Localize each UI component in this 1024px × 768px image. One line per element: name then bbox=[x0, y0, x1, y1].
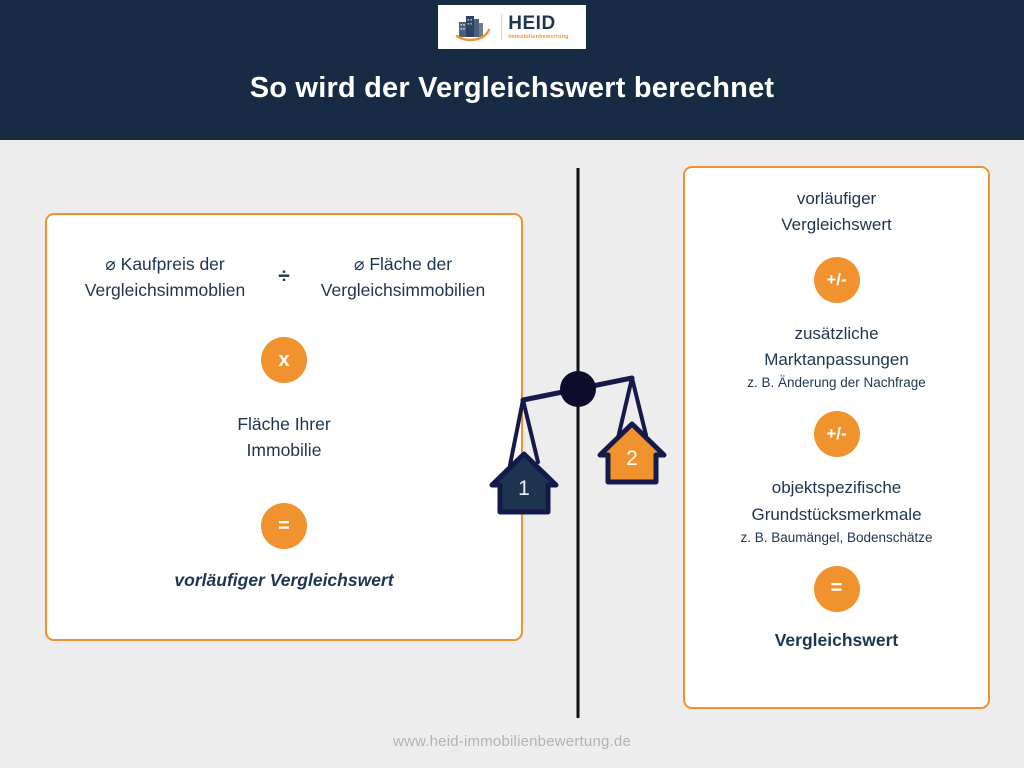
adjustments-panel: vorläufiger Vergleichswert +/- zusätzlic… bbox=[683, 166, 990, 709]
svg-text:2: 2 bbox=[626, 447, 638, 470]
equals-operator-wrap: = bbox=[47, 503, 521, 549]
adjustment-item-1-line-2: Marktanpassungen bbox=[764, 350, 909, 370]
adjustment-item-1-note: z. B. Änderung der Nachfrage bbox=[747, 375, 926, 391]
adjustment-start-value: vorläufiger Vergleichswert bbox=[781, 186, 892, 239]
denominator-line-2: Vergleichsimmobilien bbox=[320, 280, 486, 301]
logo-divider bbox=[501, 14, 503, 40]
logo-tagline: Immobilienbewertung bbox=[508, 33, 569, 40]
adjustment-item-2-line-2: Grundstücksmerkmale bbox=[751, 504, 922, 524]
multiply-operator-badge: x bbox=[261, 337, 307, 383]
numerator-term: ⌀ Kaufpreis der Vergleichsimmoblien bbox=[67, 251, 263, 304]
equals-operator-badge: = bbox=[261, 503, 307, 549]
adjustment-item-1-line-1: zusätzliche bbox=[794, 323, 879, 343]
adjustment-start-line-2: Vergleichswert bbox=[781, 215, 892, 235]
multiplier-line-1: Fläche Ihrer bbox=[237, 414, 331, 434]
brand-logo: HEID Immobilienbewertung bbox=[438, 5, 586, 49]
logo-wordmark: HEID bbox=[508, 12, 556, 34]
adjustment-item-1: zusätzliche Marktanpassungen bbox=[764, 321, 909, 374]
formula-panel: ⌀ Kaufpreis der Vergleichsimmoblien ÷ ⌀ … bbox=[45, 213, 523, 641]
numerator-line-2: Vergleichsimmoblien bbox=[84, 280, 246, 301]
footer-url: www.heid-immobilienbewertung.de bbox=[393, 733, 631, 750]
building-with-swoosh-icon bbox=[455, 12, 495, 42]
denominator-term: ⌀ Fläche der Vergleichsimmobilien bbox=[305, 251, 501, 304]
plus-minus-operator-badge-1: +/- bbox=[813, 256, 860, 303]
formula-division-row: ⌀ Kaufpreis der Vergleichsimmoblien ÷ ⌀ … bbox=[47, 251, 521, 304]
page-title: So wird der Vergleichswert berechnet bbox=[249, 72, 775, 104]
adjustment-item-2-line-1: objektspezifische bbox=[771, 478, 902, 498]
numerator-line-1: ⌀ Kaufpreis der bbox=[105, 254, 225, 274]
adjustment-item-2-note: z. B. Baumängel, Bodenschätze bbox=[740, 529, 933, 545]
multiply-operator-wrap: x bbox=[47, 337, 521, 383]
formula-result: vorläufiger Vergleichswert bbox=[174, 570, 394, 590]
multiplier-line-2: Immobilie bbox=[246, 440, 322, 461]
multiplier-term: Fläche Ihrer Immobilie bbox=[47, 411, 521, 464]
adjustment-start-line-1: vorläufiger bbox=[796, 189, 877, 208]
house-right: 2 bbox=[597, 421, 667, 485]
equals-operator-badge-right: = bbox=[813, 565, 860, 612]
denominator-line-1: ⌀ Fläche der bbox=[353, 254, 453, 274]
plus-minus-operator-badge-2: +/- bbox=[813, 411, 860, 458]
adjustment-item-2: objektspezifische Grundstücksmerkmale bbox=[751, 475, 921, 528]
svg-text:1: 1 bbox=[518, 477, 530, 500]
final-result: Vergleichswert bbox=[774, 629, 899, 650]
house-left: 1 bbox=[489, 451, 559, 515]
balance-scale-with-houses-icon: 1 2 bbox=[470, 160, 700, 730]
page-header: HEID Immobilienbewertung So wird der Ver… bbox=[0, 0, 1024, 140]
divide-operator: ÷ bbox=[278, 265, 290, 289]
